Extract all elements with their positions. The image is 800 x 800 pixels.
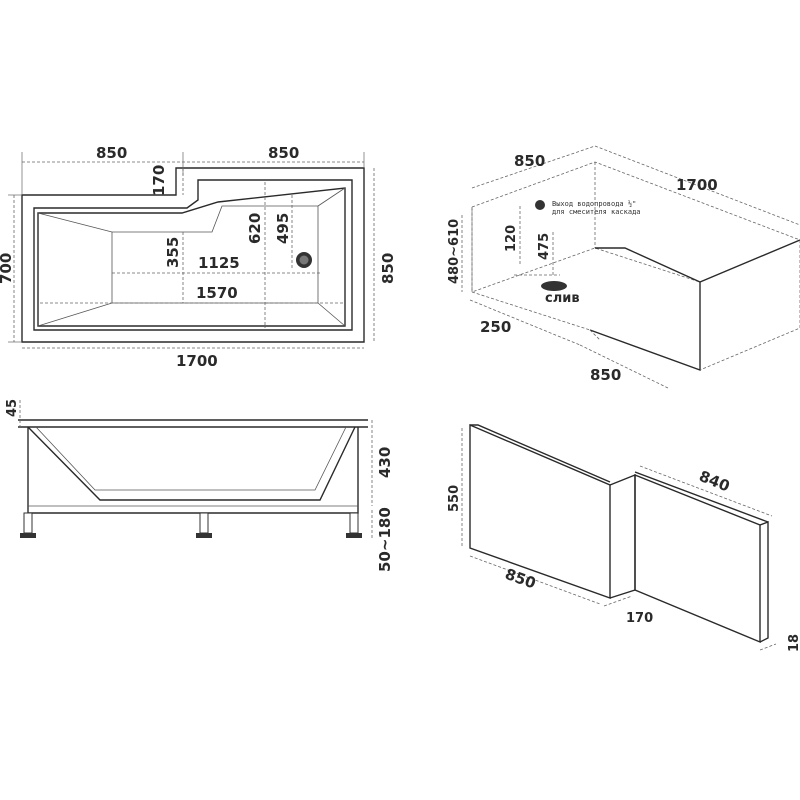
panel-dim-long: 840 bbox=[697, 467, 733, 495]
dim-depth-right: 850 bbox=[379, 253, 397, 284]
leg-icon bbox=[20, 513, 362, 538]
side-dim-rim: 45 bbox=[5, 399, 20, 417]
dim-inner-495: 495 bbox=[274, 213, 292, 244]
side-dim-legs: 50~180 bbox=[376, 507, 394, 572]
iso-dim-front: 850 bbox=[590, 366, 621, 384]
drain-label: слив bbox=[545, 291, 580, 306]
iso-box bbox=[590, 240, 800, 370]
tub-side-profile bbox=[28, 427, 355, 500]
iso-dim-width: 850 bbox=[514, 152, 545, 170]
dim-inner-620: 620 bbox=[246, 213, 264, 244]
dim-width-right: 850 bbox=[268, 144, 299, 162]
iso-dim-length: 1700 bbox=[676, 176, 718, 194]
dim-inner-355: 355 bbox=[164, 237, 182, 268]
dim-length-total: 1700 bbox=[176, 352, 218, 370]
iso-dim-pipe-120: 120 bbox=[504, 225, 519, 252]
panel-dim-step: 170 bbox=[626, 611, 653, 626]
tub-outline bbox=[22, 168, 364, 342]
panel-dim-short: 850 bbox=[503, 565, 539, 593]
panel-dim-thickness: 18 bbox=[787, 634, 800, 652]
iso-dim-height: 480~610 bbox=[447, 219, 462, 284]
water-note-line1: Выход водопровода ½" bbox=[552, 200, 636, 208]
top-view: 850 850 170 700 850 1700 620 495 355 112… bbox=[0, 144, 397, 370]
front-panel-step bbox=[610, 475, 635, 598]
iso-view: Выход водопровода ½" для смесителя каска… bbox=[447, 146, 800, 388]
water-outlet-icon bbox=[535, 200, 545, 210]
side-view: 45 430 50~180 bbox=[5, 399, 394, 572]
side-dim-height: 430 bbox=[376, 447, 394, 478]
side-panel bbox=[635, 475, 760, 642]
panel-view: 550 840 850 170 18 bbox=[447, 425, 800, 652]
dim-inner-1125: 1125 bbox=[198, 254, 240, 272]
front-panel bbox=[470, 425, 610, 598]
iso-dim-drain-offset: 250 bbox=[480, 318, 511, 336]
water-note-line2: для смесителя каскада bbox=[552, 208, 641, 216]
iso-dim-pipe-475: 475 bbox=[537, 233, 552, 260]
dim-inner-1570: 1570 bbox=[196, 284, 238, 302]
panel-dim-height: 550 bbox=[447, 485, 462, 512]
dim-depth-total: 700 bbox=[0, 253, 15, 284]
dim-width-left: 850 bbox=[96, 144, 127, 162]
dim-step-depth: 170 bbox=[150, 165, 168, 196]
drain-pipe-icon bbox=[541, 281, 567, 291]
